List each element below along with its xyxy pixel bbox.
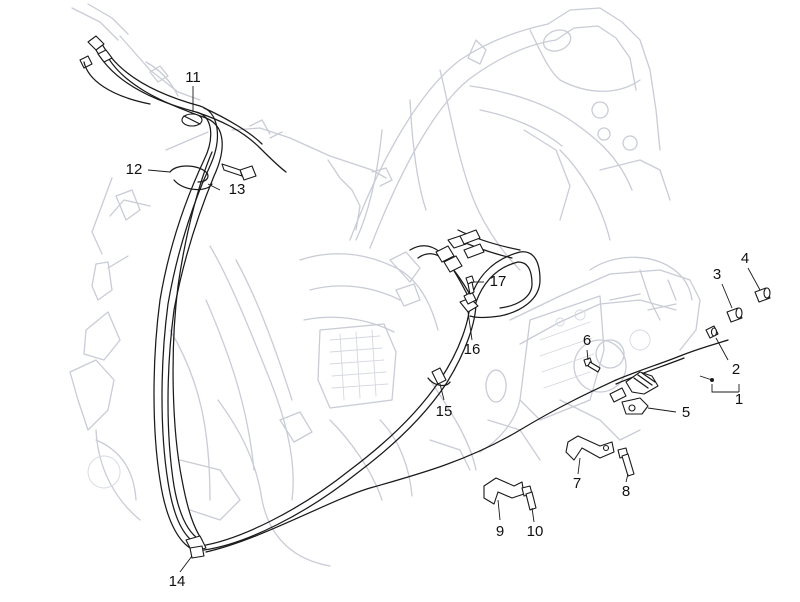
part-2-cable-nut (705, 325, 719, 339)
part-15-clamp (427, 367, 451, 387)
part-4-nut (754, 287, 771, 303)
throttle-cable-connectors (435, 229, 485, 273)
part-8-bolt (617, 447, 635, 477)
callout-7: 7 (573, 475, 581, 492)
part-9-bracket (483, 477, 525, 505)
callout-15: 15 (436, 403, 453, 420)
callout-8: 8 (622, 483, 630, 500)
part-13-cable-tie (173, 179, 213, 191)
callout-6: 6 (583, 332, 591, 349)
callout-labels: 1 2 3 4 5 6 7 8 9 10 11 12 13 14 15 16 1… (126, 69, 750, 590)
part-10-bolt (521, 485, 537, 511)
callout-5: 5 (682, 404, 690, 421)
handlebar-cable-ends (79, 35, 113, 69)
cable-end-connector (221, 163, 257, 181)
callout-17: 17 (490, 273, 507, 290)
callout-16: 16 (464, 341, 481, 358)
callout-4: 4 (741, 250, 749, 267)
cable-harness (79, 35, 729, 553)
brake-cable-adjuster (609, 371, 659, 403)
callout-12: 12 (126, 161, 143, 178)
callout-14: 14 (169, 573, 186, 590)
part-17-screw (465, 275, 475, 295)
part-11-cable-tie (181, 113, 203, 127)
part-7-bracket (565, 435, 615, 461)
leader-lines (147, 86, 761, 573)
part-12-cable-tie (169, 165, 209, 183)
callout-3: 3 (713, 266, 721, 283)
scooter-frame-ghost (69, 3, 701, 567)
callout-1: 1 (735, 391, 743, 408)
callout-2: 2 (732, 361, 740, 378)
part-14-junction-clip (185, 535, 207, 559)
part-5-clip (621, 397, 649, 415)
part-3-bushing (726, 307, 743, 323)
callout-11: 11 (185, 69, 201, 86)
callout-9: 9 (496, 523, 504, 540)
callout-13: 13 (229, 181, 246, 198)
callout-10: 10 (527, 523, 544, 540)
